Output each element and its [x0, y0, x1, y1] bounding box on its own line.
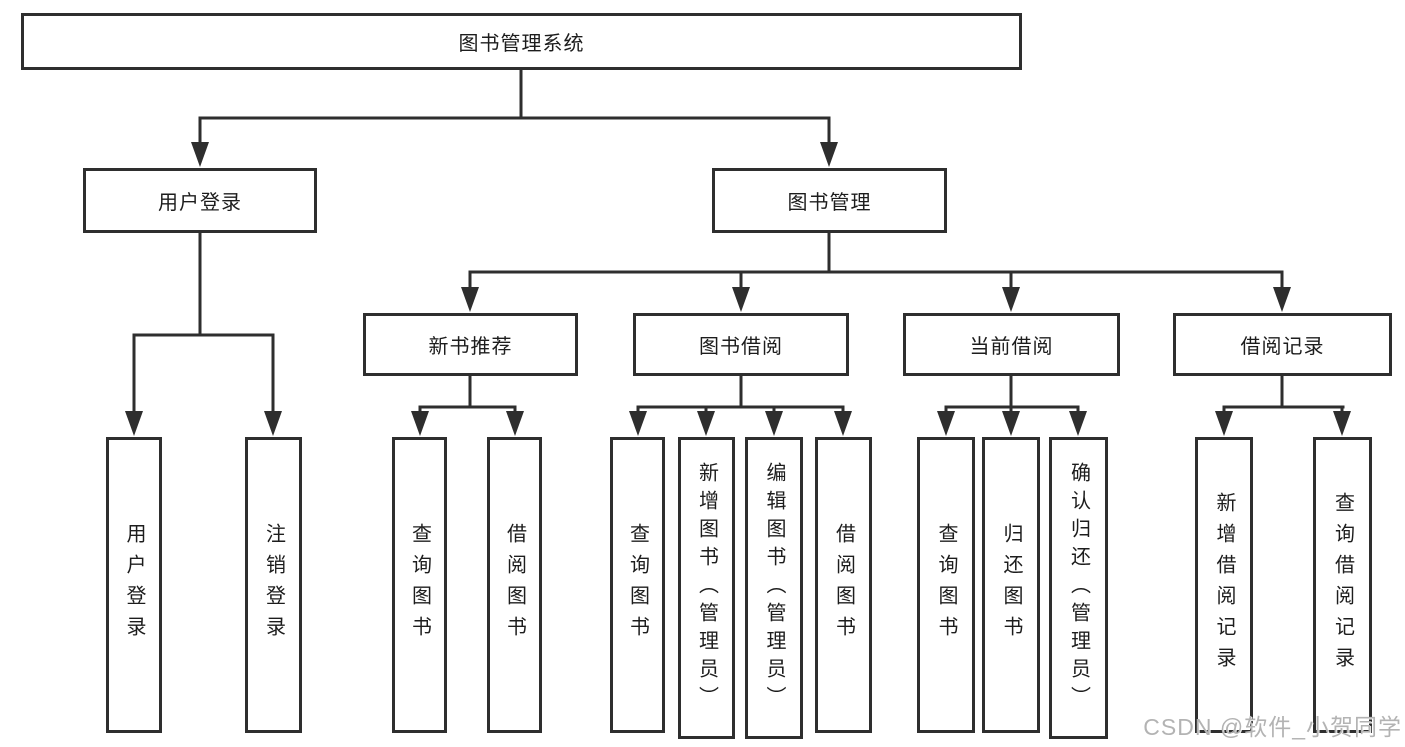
- node-root: 图书管理系统: [21, 13, 1022, 70]
- leaf-bb-add-book-admin: 新增图书（管理员）: [678, 437, 735, 739]
- leaf-rec-query-book: 查询图书: [392, 437, 447, 733]
- arrowheads: [125, 142, 1351, 436]
- leaf-br-add-record: 新增借阅记录: [1195, 437, 1253, 733]
- leaf-bb-borrow-book-label: 借阅图书: [832, 523, 855, 647]
- leaf-cb-query-book-label: 查询图书: [935, 523, 957, 647]
- leaf-br-query-record-label: 查询借阅记录: [1331, 492, 1354, 678]
- leaf-cb-query-book: 查询图书: [917, 437, 975, 733]
- leaf-br-add-record-label: 新增借阅记录: [1213, 492, 1235, 678]
- leaf-user-login-label: 用户登录: [123, 523, 145, 647]
- leaf-rec-query-book-label: 查询图书: [408, 523, 431, 647]
- leaf-bb-borrow-book: 借阅图书: [815, 437, 872, 733]
- leaf-rec-borrow-book: 借阅图书: [487, 437, 542, 733]
- node-new-book-recommendation: 新书推荐: [363, 313, 578, 376]
- leaf-bb-query-book: 查询图书: [610, 437, 665, 733]
- leaf-user-login: 用户登录: [106, 437, 162, 733]
- node-user-login: 用户登录: [83, 168, 317, 233]
- node-borrowing-records-label: 借阅记录: [1240, 336, 1325, 358]
- leaf-bb-edit-book-admin-label: 编辑图书（管理员）: [763, 462, 785, 714]
- node-new-book-recommendation-label: 新书推荐: [428, 336, 513, 358]
- leaf-logout-label: 注销登录: [262, 523, 285, 647]
- node-current-borrowing-label: 当前借阅: [969, 336, 1054, 358]
- leaf-logout: 注销登录: [245, 437, 302, 733]
- node-book-borrowing: 图书借阅: [633, 313, 849, 376]
- node-root-label: 图书管理系统: [458, 33, 585, 55]
- leaf-cb-return-book-label: 归还图书: [1000, 523, 1022, 647]
- leaf-cb-return-book: 归还图书: [982, 437, 1040, 733]
- leaf-cb-confirm-return-admin-label: 确认归还（管理员）: [1067, 462, 1090, 714]
- leaf-rec-borrow-book-label: 借阅图书: [503, 523, 526, 647]
- leaf-cb-confirm-return-admin: 确认归还（管理员）: [1049, 437, 1108, 739]
- node-book-management: 图书管理: [712, 168, 947, 233]
- leaf-bb-edit-book-admin: 编辑图书（管理员）: [745, 437, 803, 739]
- node-user-login-label: 用户登录: [158, 192, 242, 214]
- node-borrowing-records: 借阅记录: [1173, 313, 1392, 376]
- node-book-borrowing-label: 图书借阅: [699, 336, 783, 358]
- node-book-management-label: 图书管理: [787, 192, 872, 214]
- leaf-br-query-record: 查询借阅记录: [1313, 437, 1372, 733]
- leaf-bb-query-book-label: 查询图书: [626, 523, 649, 647]
- node-current-borrowing: 当前借阅: [903, 313, 1120, 376]
- csdn-watermark: CSDN @软件_小贺同学: [1143, 714, 1402, 740]
- leaf-bb-add-book-admin-label: 新增图书（管理员）: [695, 462, 718, 714]
